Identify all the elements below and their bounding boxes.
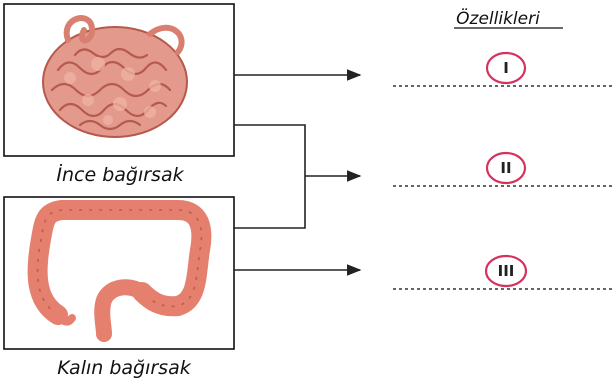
- marker-2-label: II: [500, 159, 511, 177]
- bracket-connector: [234, 125, 305, 228]
- marker-3: III: [486, 256, 526, 286]
- marker-2: II: [487, 153, 525, 183]
- large-intestine-label: Kalın bağırsak: [57, 357, 191, 379]
- marker-3-label: III: [498, 262, 515, 280]
- marker-1: I: [487, 53, 525, 83]
- properties-header: Özellikleri: [456, 7, 540, 29]
- small-intestine-label: İnce bağırsak: [56, 163, 184, 186]
- marker-1-label: I: [503, 59, 509, 77]
